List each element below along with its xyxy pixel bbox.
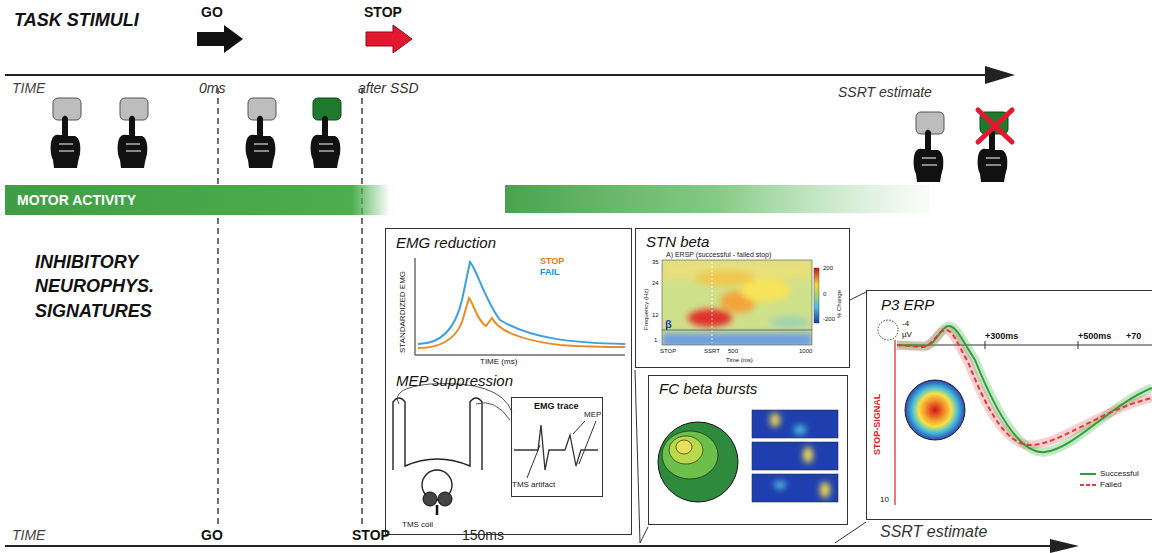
axis-label: TIME xyxy=(12,527,45,543)
section-title: INHIBITORY NEUROPHYS. SIGNATURES xyxy=(35,250,185,323)
stn-beta-panel: STN beta xyxy=(635,228,850,368)
panel-heading: P3 ERP xyxy=(881,296,934,313)
tick-label: 35 xyxy=(652,259,659,266)
colorbar-title: % Change xyxy=(836,290,843,318)
panel-heading: EMG trace xyxy=(534,401,579,411)
axis-label: TIME xyxy=(12,80,45,96)
panel-heading: FC beta bursts xyxy=(659,380,757,397)
motor-activity-band: MOTOR ACTIVITY xyxy=(5,185,390,215)
band-label: β xyxy=(665,318,672,331)
legend-text: FAIL xyxy=(540,267,560,277)
tick-label: 1 xyxy=(654,337,657,344)
legend-text: STOP xyxy=(540,256,564,266)
tick-label: 12 xyxy=(652,312,659,319)
tick-label: +70 xyxy=(1126,331,1141,341)
tick-label: 10 xyxy=(880,495,889,504)
tick-label: +300ms xyxy=(985,331,1018,341)
tick-label: SSRT xyxy=(704,348,720,355)
emg-panel: EMG reductionMEP suppressionEMG trace xyxy=(385,228,632,535)
time-tick: 150ms xyxy=(462,527,504,543)
panel-heading: MOTOR ACTIVITY xyxy=(17,192,136,208)
axis-title: TIME (ms) xyxy=(480,357,517,366)
tick-label: 1000 xyxy=(799,348,812,355)
go-label: GO xyxy=(201,4,223,20)
tick-label: +500ms xyxy=(1078,331,1111,341)
tick-label: 500 xyxy=(728,348,738,355)
panel-heading: EMG reduction xyxy=(396,234,496,251)
time-tick: 0ms xyxy=(199,80,225,96)
tick-label: STOP xyxy=(660,348,676,355)
legend-text: Failed xyxy=(1100,480,1122,489)
callout: MEP xyxy=(584,410,601,419)
callout: TMS coil xyxy=(402,520,433,529)
plot-title: A) ERSP (successful - failed stop) xyxy=(666,251,771,259)
colorbar-tick: 0 xyxy=(823,291,826,298)
tick-label: -4 xyxy=(902,319,909,328)
axis-title: STOP-SIGNAL xyxy=(872,394,882,455)
section-title: TASK STIMULI xyxy=(14,10,139,31)
callout: TMS artifact xyxy=(512,480,555,489)
axis-title: Frequency (Hz) xyxy=(643,289,650,330)
axis-title: Time (ms) xyxy=(726,357,753,364)
stop-label: STOP xyxy=(364,4,402,20)
colorbar-tick: 200 xyxy=(823,265,833,272)
fc-beta-panel: FC beta bursts xyxy=(648,375,848,525)
colorbar-tick: -200 xyxy=(823,316,835,323)
stop-label: STOP xyxy=(352,527,390,543)
tick-label: 24 xyxy=(652,280,659,287)
unit-label: µV xyxy=(902,330,912,339)
legend-text: Successful xyxy=(1100,469,1139,478)
panel-heading: STN beta xyxy=(646,233,709,250)
panel-subheading: MEP suppression xyxy=(396,372,513,389)
time-tick: after SSD xyxy=(358,80,419,96)
time-tick: SSRT estimate xyxy=(838,84,932,100)
time-tick: SSRT estimate xyxy=(880,523,987,541)
go-label: GO xyxy=(201,527,223,543)
axis-title: STANDARDIZED EMG xyxy=(398,271,407,353)
